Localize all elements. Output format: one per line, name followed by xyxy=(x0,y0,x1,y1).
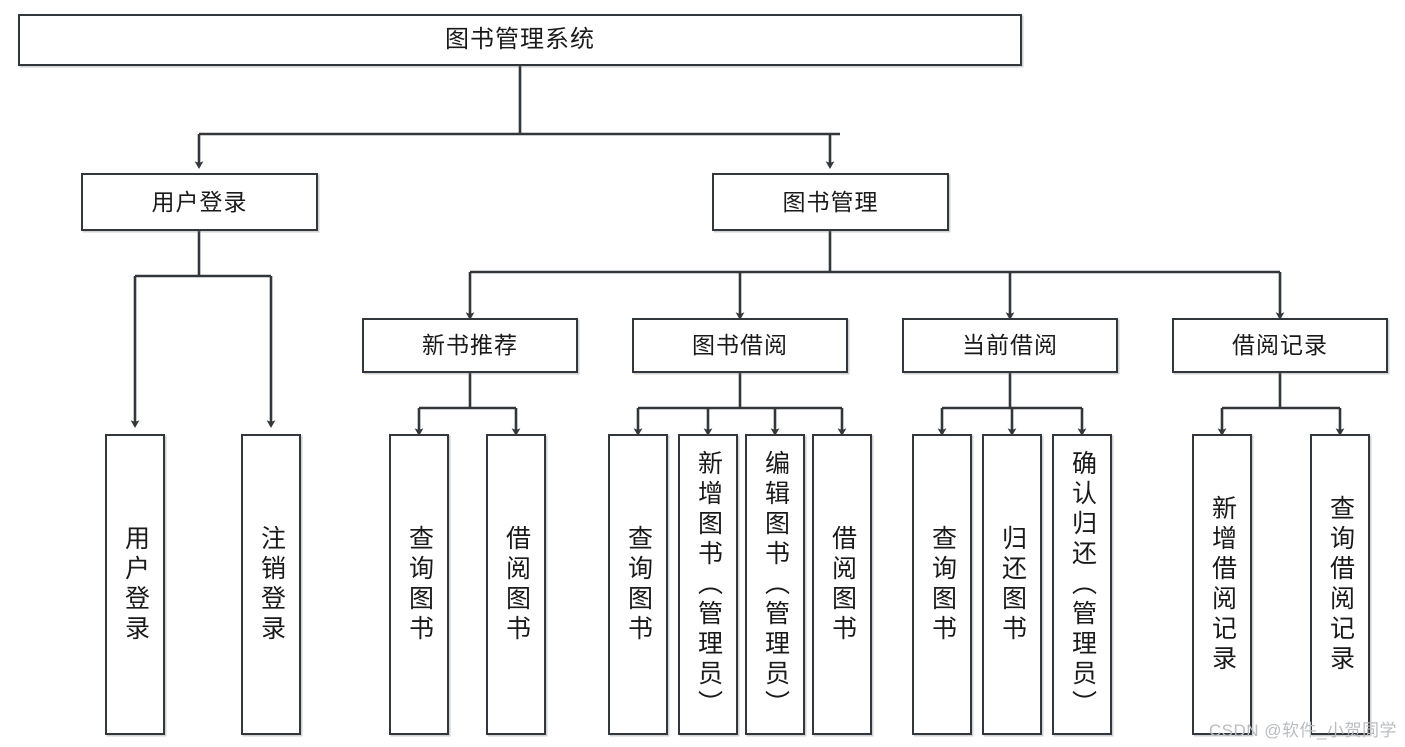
leaf-add-record[interactable]: 新增借阅记录 xyxy=(1192,434,1252,735)
node-book-borrow[interactable]: 图书借阅 xyxy=(632,318,848,373)
leaf-query-book-2-label: 查询图书 xyxy=(624,524,653,645)
leaf-borrow-book-1[interactable]: 借阅图书 xyxy=(486,434,546,735)
node-new-book-rec[interactable]: 新书推荐 xyxy=(362,318,578,373)
node-book-manage[interactable]: 图书管理 xyxy=(712,173,949,231)
leaf-query-book-1[interactable]: 查询图书 xyxy=(389,434,449,735)
leaf-query-book-1-label: 查询图书 xyxy=(405,524,434,645)
leaf-add-book[interactable]: 新增图书（管理员） xyxy=(678,434,738,735)
leaf-logout-login[interactable]: 注销登录 xyxy=(241,434,301,735)
node-borrow-record[interactable]: 借阅记录 xyxy=(1172,318,1388,373)
node-current-borrow[interactable]: 当前借阅 xyxy=(902,318,1118,373)
leaf-borrow-book-1-label: 借阅图书 xyxy=(502,524,531,645)
node-root-label: 图书管理系统 xyxy=(445,26,595,54)
node-user-login[interactable]: 用户登录 xyxy=(81,173,318,231)
leaf-borrow-book-2-label: 借阅图书 xyxy=(828,524,857,645)
leaf-user-login[interactable]: 用户登录 xyxy=(105,434,165,735)
leaf-return-book[interactable]: 归还图书 xyxy=(982,434,1042,735)
csdn-watermark: CSDN @软件_小贺同学 xyxy=(1208,721,1397,740)
leaf-user-login-label: 用户登录 xyxy=(121,524,150,645)
leaf-return-book-label: 归还图书 xyxy=(998,524,1027,645)
leaf-query-book-2[interactable]: 查询图书 xyxy=(608,434,668,735)
node-new-book-rec-label: 新书推荐 xyxy=(422,332,518,359)
leaf-confirm-return-label: 确认归还（管理员） xyxy=(1068,449,1097,720)
node-book-manage-label: 图书管理 xyxy=(782,188,879,215)
leaf-edit-book-label: 编辑图书（管理员） xyxy=(761,449,790,720)
leaf-query-record[interactable]: 查询借阅记录 xyxy=(1310,434,1370,735)
leaf-edit-book[interactable]: 编辑图书（管理员） xyxy=(745,434,805,735)
node-current-borrow-label: 当前借阅 xyxy=(962,332,1058,359)
node-book-borrow-label: 图书借阅 xyxy=(692,332,788,359)
leaf-add-record-label: 新增借阅记录 xyxy=(1208,494,1237,675)
leaf-confirm-return[interactable]: 确认归还（管理员） xyxy=(1052,434,1112,735)
node-root[interactable]: 图书管理系统 xyxy=(18,14,1022,66)
leaf-query-book-3-label: 查询图书 xyxy=(928,524,957,645)
node-borrow-record-label: 借阅记录 xyxy=(1232,332,1328,359)
leaf-logout-login-label: 注销登录 xyxy=(257,524,286,645)
leaf-borrow-book-2[interactable]: 借阅图书 xyxy=(812,434,872,735)
leaf-add-book-label: 新增图书（管理员） xyxy=(694,449,723,720)
leaf-query-record-label: 查询借阅记录 xyxy=(1326,494,1355,675)
leaf-query-book-3[interactable]: 查询图书 xyxy=(912,434,972,735)
node-user-login-label: 用户登录 xyxy=(151,188,248,215)
